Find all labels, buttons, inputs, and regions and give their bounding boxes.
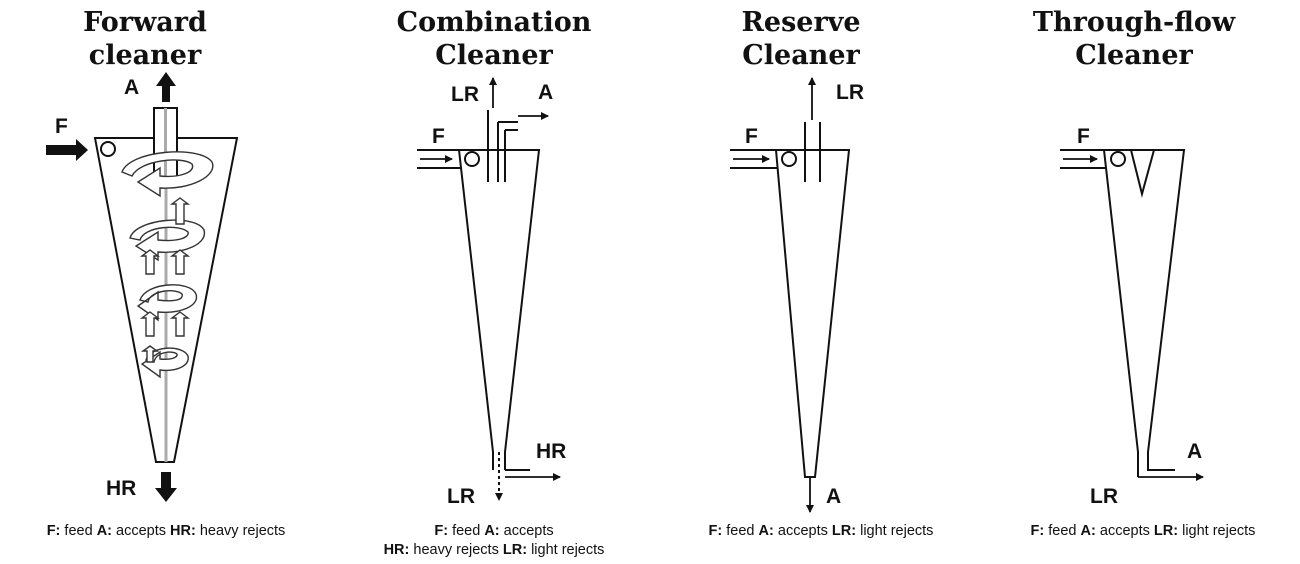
forward-cleaner-label-F: F (55, 115, 68, 138)
combination-cleaner-label-HR: HR (536, 440, 566, 463)
reserve-cleaner-label-A: A (826, 485, 841, 508)
forward-cleaner-inlet-circle (100, 141, 116, 157)
combination-cleaner-cone (458, 149, 541, 470)
combination-cleaner-panel: Combination Cleaner LR A F HR LR F: feed… (384, 7, 605, 558)
through-flow-cleaner-inlet-pipe (1060, 149, 1106, 169)
reserve-cleaner-inlet-pipe (730, 149, 778, 169)
combination-cleaner-outer-tube (498, 121, 518, 182)
forward-cleaner-accepts-arrow (156, 72, 176, 102)
through-flow-cleaner-inlet-circle (1110, 151, 1126, 167)
forward-cleaner-title-line1: Forward (83, 7, 207, 38)
forward-cleaner-heavy-rejects-arrow (155, 472, 177, 502)
through-flow-cleaner-title-line2: Cleaner (1075, 40, 1193, 71)
through-flow-cleaner-legend: F: feed A: accepts LR: light rejects (1031, 523, 1256, 539)
forward-cleaner-vortex-flow (121, 151, 214, 379)
forward-cleaner-title-line2: cleaner (89, 40, 202, 71)
reserve-cleaner-panel: Reserve Cleaner LR F A F: feed A: accept… (709, 7, 934, 539)
through-flow-cleaner-label-A: A (1187, 440, 1202, 463)
through-flow-cleaner-cone (1103, 149, 1186, 477)
combination-cleaner-title-line2: Cleaner (435, 40, 553, 71)
reserve-cleaner-label-LR: LR (836, 81, 864, 104)
combination-cleaner-legend-line1: F: feed A: accepts (434, 523, 553, 539)
combination-cleaner-label-F: F (432, 125, 445, 148)
combination-cleaner-label-A: A (538, 81, 553, 104)
reserve-cleaner-title-line2: Cleaner (742, 40, 860, 71)
through-flow-cleaner-label-LR: LR (1090, 485, 1118, 508)
combination-cleaner-label-LR-bottom: LR (447, 485, 475, 508)
combination-cleaner-inlet-pipe (417, 149, 461, 169)
combination-cleaner-inlet-circle (464, 151, 480, 167)
combination-cleaner-label-LR-top: LR (451, 83, 479, 106)
reserve-cleaner-legend: F: feed A: accepts LR: light rejects (709, 523, 934, 539)
through-flow-cleaner-panel: Through-flow Cleaner F A LR F: feed A: a… (1031, 7, 1256, 539)
reserve-cleaner-cone (774, 149, 851, 478)
combination-cleaner-inner-tube (487, 110, 499, 182)
through-flow-cleaner-title-line1: Through-flow (1033, 7, 1236, 38)
reserve-cleaner-vortex-finder (804, 122, 821, 182)
through-flow-cleaner-v-insert (1130, 149, 1155, 198)
reserve-cleaner-title-line1: Reserve (741, 7, 860, 38)
reserve-cleaner-label-F: F (745, 125, 758, 148)
forward-cleaner-feed-arrow (46, 139, 88, 161)
forward-cleaner-label-HR: HR (106, 477, 136, 500)
forward-cleaner-legend: F: feed A: accepts HR: heavy rejects (47, 523, 286, 539)
through-flow-cleaner-label-F: F (1077, 125, 1090, 148)
combination-cleaner-title-line1: Combination (397, 7, 592, 38)
reserve-cleaner-inlet-circle (781, 151, 797, 167)
forward-cleaner-panel: Forward cleaner A F HR (46, 7, 285, 539)
combination-cleaner-legend-line2: HR: heavy rejects LR: light rejects (384, 542, 605, 558)
forward-cleaner-label-A: A (124, 76, 139, 99)
